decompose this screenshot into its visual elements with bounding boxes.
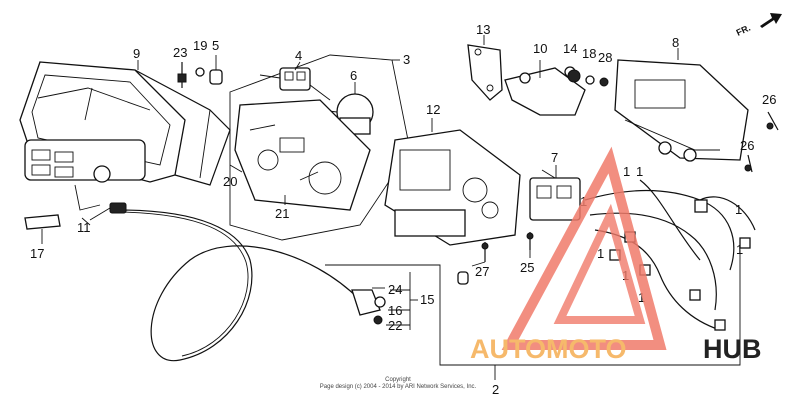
callout-numbers: 9 23 19 5 4 3 6 13 10 14 18 28 8 26 26 1… [30,22,776,397]
callout-21: 21 [275,206,289,221]
part-8-meter-cover[interactable] [614,48,749,162]
automotohub-watermark: AUTOMOTO HUB [470,146,762,364]
callout-9: 9 [133,46,140,61]
callout-18: 18 [582,46,596,61]
part-14-grommet[interactable] [567,69,581,83]
front-direction-label: FR. [735,23,752,38]
callout-8: 8 [672,35,679,50]
part-10-stay[interactable] [504,60,586,116]
leader-lines [81,59,556,326]
part-26-screw-lower[interactable] [744,154,753,173]
part-18-collar[interactable] [585,75,595,85]
part-9-meter-visor[interactable] [19,61,231,211]
callout-10: 10 [533,41,547,56]
callout-13: 13 [476,22,490,37]
part-23-screw[interactable] [177,62,187,88]
callout-3: 3 [403,52,410,67]
callout-16: 16 [388,303,402,318]
callout-1b: 1 [636,164,643,179]
part-27-screw[interactable] [481,242,489,262]
front-direction-arrow: FR. [735,13,782,38]
callout-5: 5 [212,38,219,53]
callout-26-upper: 26 [762,92,776,107]
assembly-2-frame [325,250,741,366]
watermark-hub: HUB [703,334,762,364]
part-28-nut[interactable] [599,77,609,87]
callout-22: 22 [388,318,402,333]
callout-1g: 1 [736,242,743,257]
meter-panel[interactable] [229,99,371,211]
callout-20: 20 [223,174,237,189]
callout-23: 23 [173,45,187,60]
callout-1d: 1 [597,246,604,261]
callout-1c: 1 [735,202,742,217]
callout-6: 6 [350,68,357,83]
watermark-text: AUTOMOTO [470,334,627,364]
part-1-wire-harness[interactable] [584,179,756,331]
assembly-3-frame [229,54,411,241]
part-26-screw-upper[interactable] [766,111,779,131]
part-4-connector[interactable] [259,67,331,101]
copyright-line-2: Page design (c) 2004 - 2014 by ARI Netwo… [320,384,477,390]
callout-12: 12 [426,102,440,117]
callout-25: 25 [520,260,534,275]
part-17-label[interactable] [24,214,61,244]
part-12-meter-case[interactable] [384,118,521,246]
callout-1a: 1 [623,164,630,179]
callout-4: 4 [295,48,302,63]
part-19-washer[interactable] [195,67,205,77]
callout-2: 2 [492,382,499,397]
callout-28: 28 [598,50,612,65]
part-15-gearbox-group[interactable] [351,272,418,330]
callout-1f: 1 [638,290,645,305]
part-11-speedometer-cable[interactable] [89,202,361,362]
callout-19: 19 [193,38,207,53]
part-7-socket[interactable] [529,165,581,221]
callout-7: 7 [551,150,558,165]
callout-24: 24 [388,282,402,297]
callout-11: 11 [77,220,91,235]
rubber-plug [457,271,469,285]
part-5-bulb-socket[interactable] [209,55,223,85]
callout-27: 27 [475,264,489,279]
callout-17: 17 [30,246,44,261]
callout-26-lower: 26 [740,138,754,153]
part-13-bracket[interactable] [467,35,503,101]
callout-15: 15 [420,292,434,307]
part-25-screw[interactable] [526,232,534,250]
copyright-line-1: Copyright [385,377,411,383]
callout-14: 14 [563,41,577,56]
